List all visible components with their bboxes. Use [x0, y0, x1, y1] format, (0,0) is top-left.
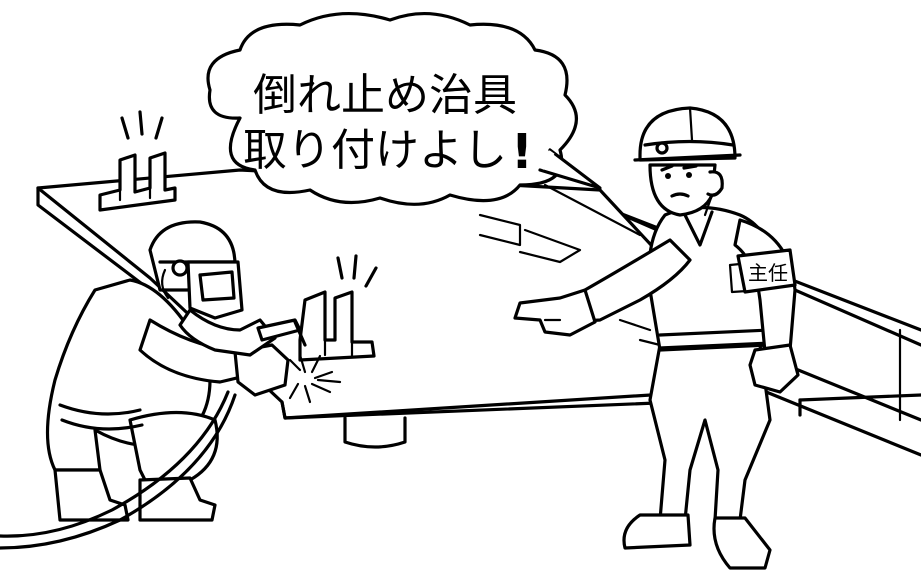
anti-topple-jig	[98, 110, 177, 212]
speech-bubble: 倒れ止め治具 取り付けよし !	[206, 12, 602, 206]
anti-topple-jig-welding	[288, 254, 378, 404]
armband-label: 主任	[748, 261, 788, 285]
speech-line-1: 倒れ止め治具	[253, 70, 517, 121]
welder-worker	[0, 220, 307, 550]
supervisor-worker: 主任	[513, 106, 800, 570]
speech-exclamation: !	[511, 124, 533, 180]
speech-line-2: 取り付けよし	[243, 125, 507, 176]
